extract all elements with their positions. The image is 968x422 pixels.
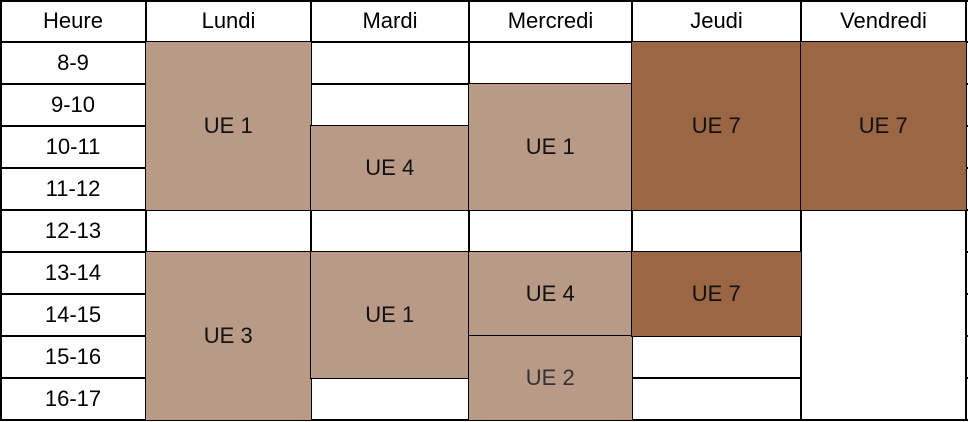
session-block: UE 4 [468, 251, 633, 337]
grid-line-horizontal [0, 41, 968, 43]
hour-label: 10-11 [45, 134, 101, 159]
session-block: UE 1 [145, 41, 312, 211]
hour-label: 8-9 [57, 50, 89, 75]
hour-label: 16-17 [44, 386, 102, 411]
header-day-vendredi: Vendredi [840, 8, 927, 33]
session-block: UE 7 [631, 251, 802, 337]
header-day-jeudi: Jeudi [690, 8, 743, 33]
hour-label: 12-13 [44, 218, 102, 243]
session-block: UE 1 [310, 251, 470, 379]
vendredi-afternoon-empty [801, 210, 965, 419]
session-block: UE 4 [310, 125, 470, 211]
hour-label: 9-10 [50, 92, 96, 117]
header-day-mardi: Mardi [362, 8, 418, 33]
session-block: UE 3 [145, 251, 312, 421]
hour-label: 13-14 [44, 260, 102, 285]
grid-line-vertical [0, 0, 2, 420]
hour-label: 15-16 [44, 344, 102, 369]
hour-label: 14-15 [44, 302, 102, 327]
header-day-mercredi: Mercredi [507, 8, 594, 33]
header-day-lundi: Lundi [201, 8, 256, 33]
header-hour: Heure [43, 8, 103, 33]
grid-line-horizontal [0, 0, 968, 2]
session-block: UE 7 [800, 41, 967, 211]
hour-label: 11-12 [45, 176, 101, 201]
session-block: UE 1 [468, 83, 633, 211]
session-block: UE 7 [631, 41, 802, 211]
session-block: UE 2 [468, 335, 633, 421]
